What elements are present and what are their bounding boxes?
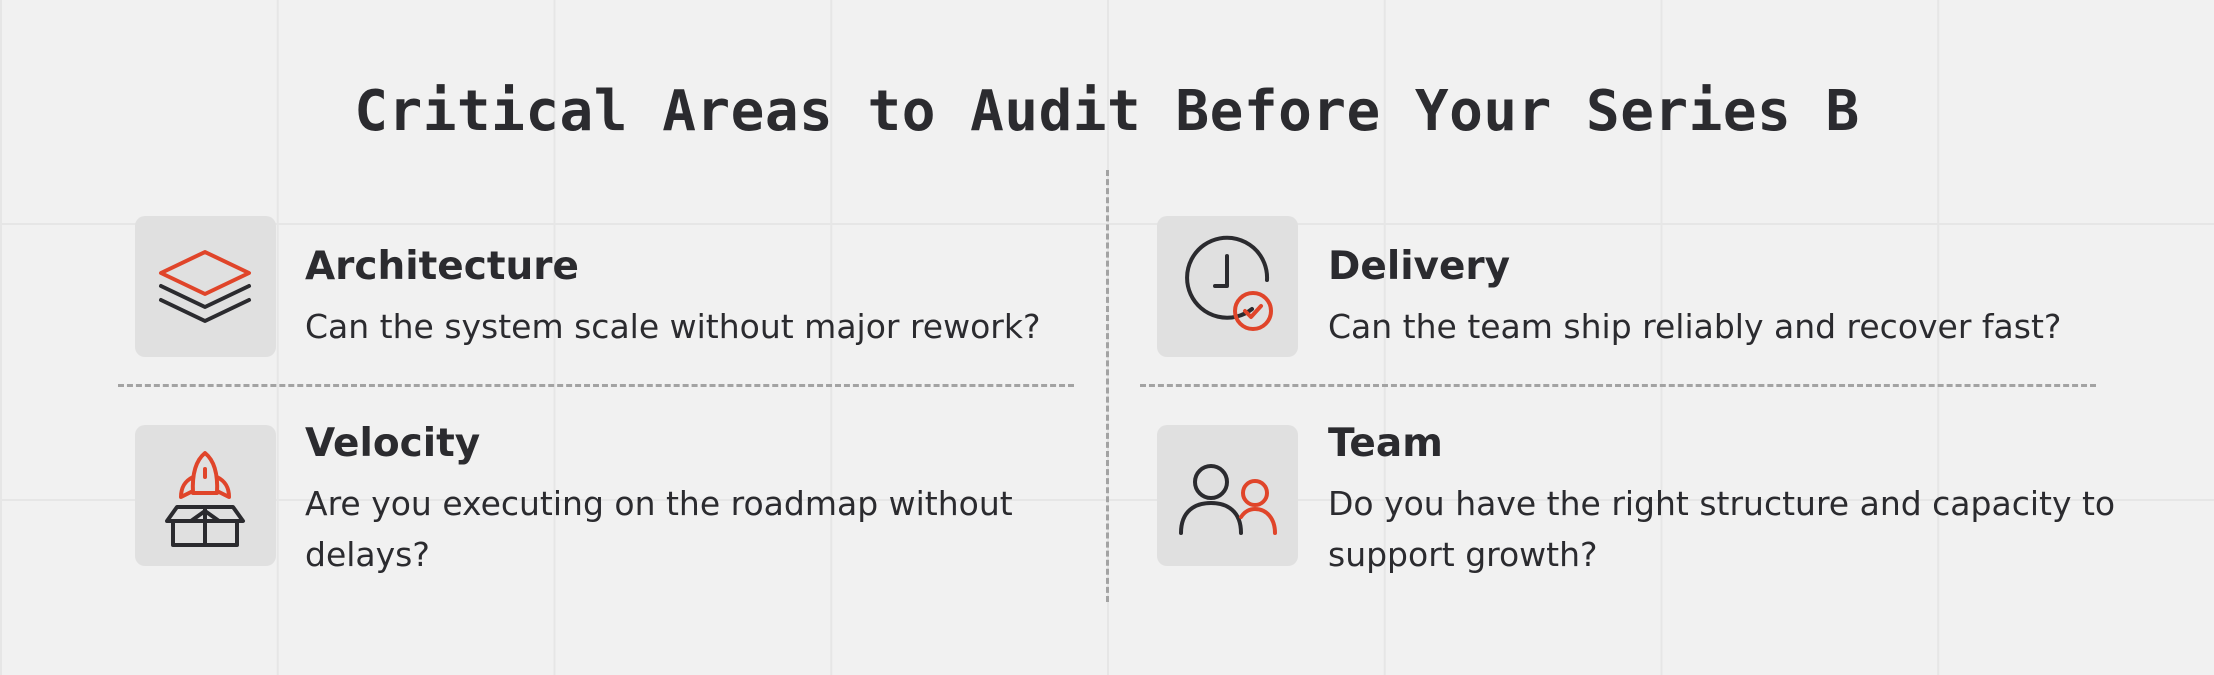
card-description: Can the team ship reliably and recover f… <box>1328 307 2062 346</box>
users-icon <box>1179 464 1277 535</box>
card-title: Team <box>1328 421 1443 466</box>
horizontal-divider-left <box>118 384 1074 387</box>
layers-icon <box>159 250 251 323</box>
icon-tile <box>135 216 276 357</box>
card-title: Velocity <box>305 421 481 466</box>
card-description: Are you executing on the roadmap without… <box>305 484 1013 574</box>
page-title: Critical Areas to Audit Before Your Seri… <box>354 79 1860 144</box>
card-title: Delivery <box>1328 244 1511 289</box>
vertical-divider <box>1106 170 1109 602</box>
clock-check-icon <box>1185 235 1273 331</box>
icon-tile <box>135 425 276 566</box>
icon-tile <box>1157 216 1298 357</box>
icon-tile <box>1157 425 1298 566</box>
card-title: Architecture <box>305 244 579 289</box>
card-description: Can the system scale without major rewor… <box>305 307 1041 346</box>
card-description: Do you have the right structure and capa… <box>1328 484 2116 574</box>
rocket-box-icon <box>165 451 245 547</box>
horizontal-divider-right <box>1140 384 2096 387</box>
